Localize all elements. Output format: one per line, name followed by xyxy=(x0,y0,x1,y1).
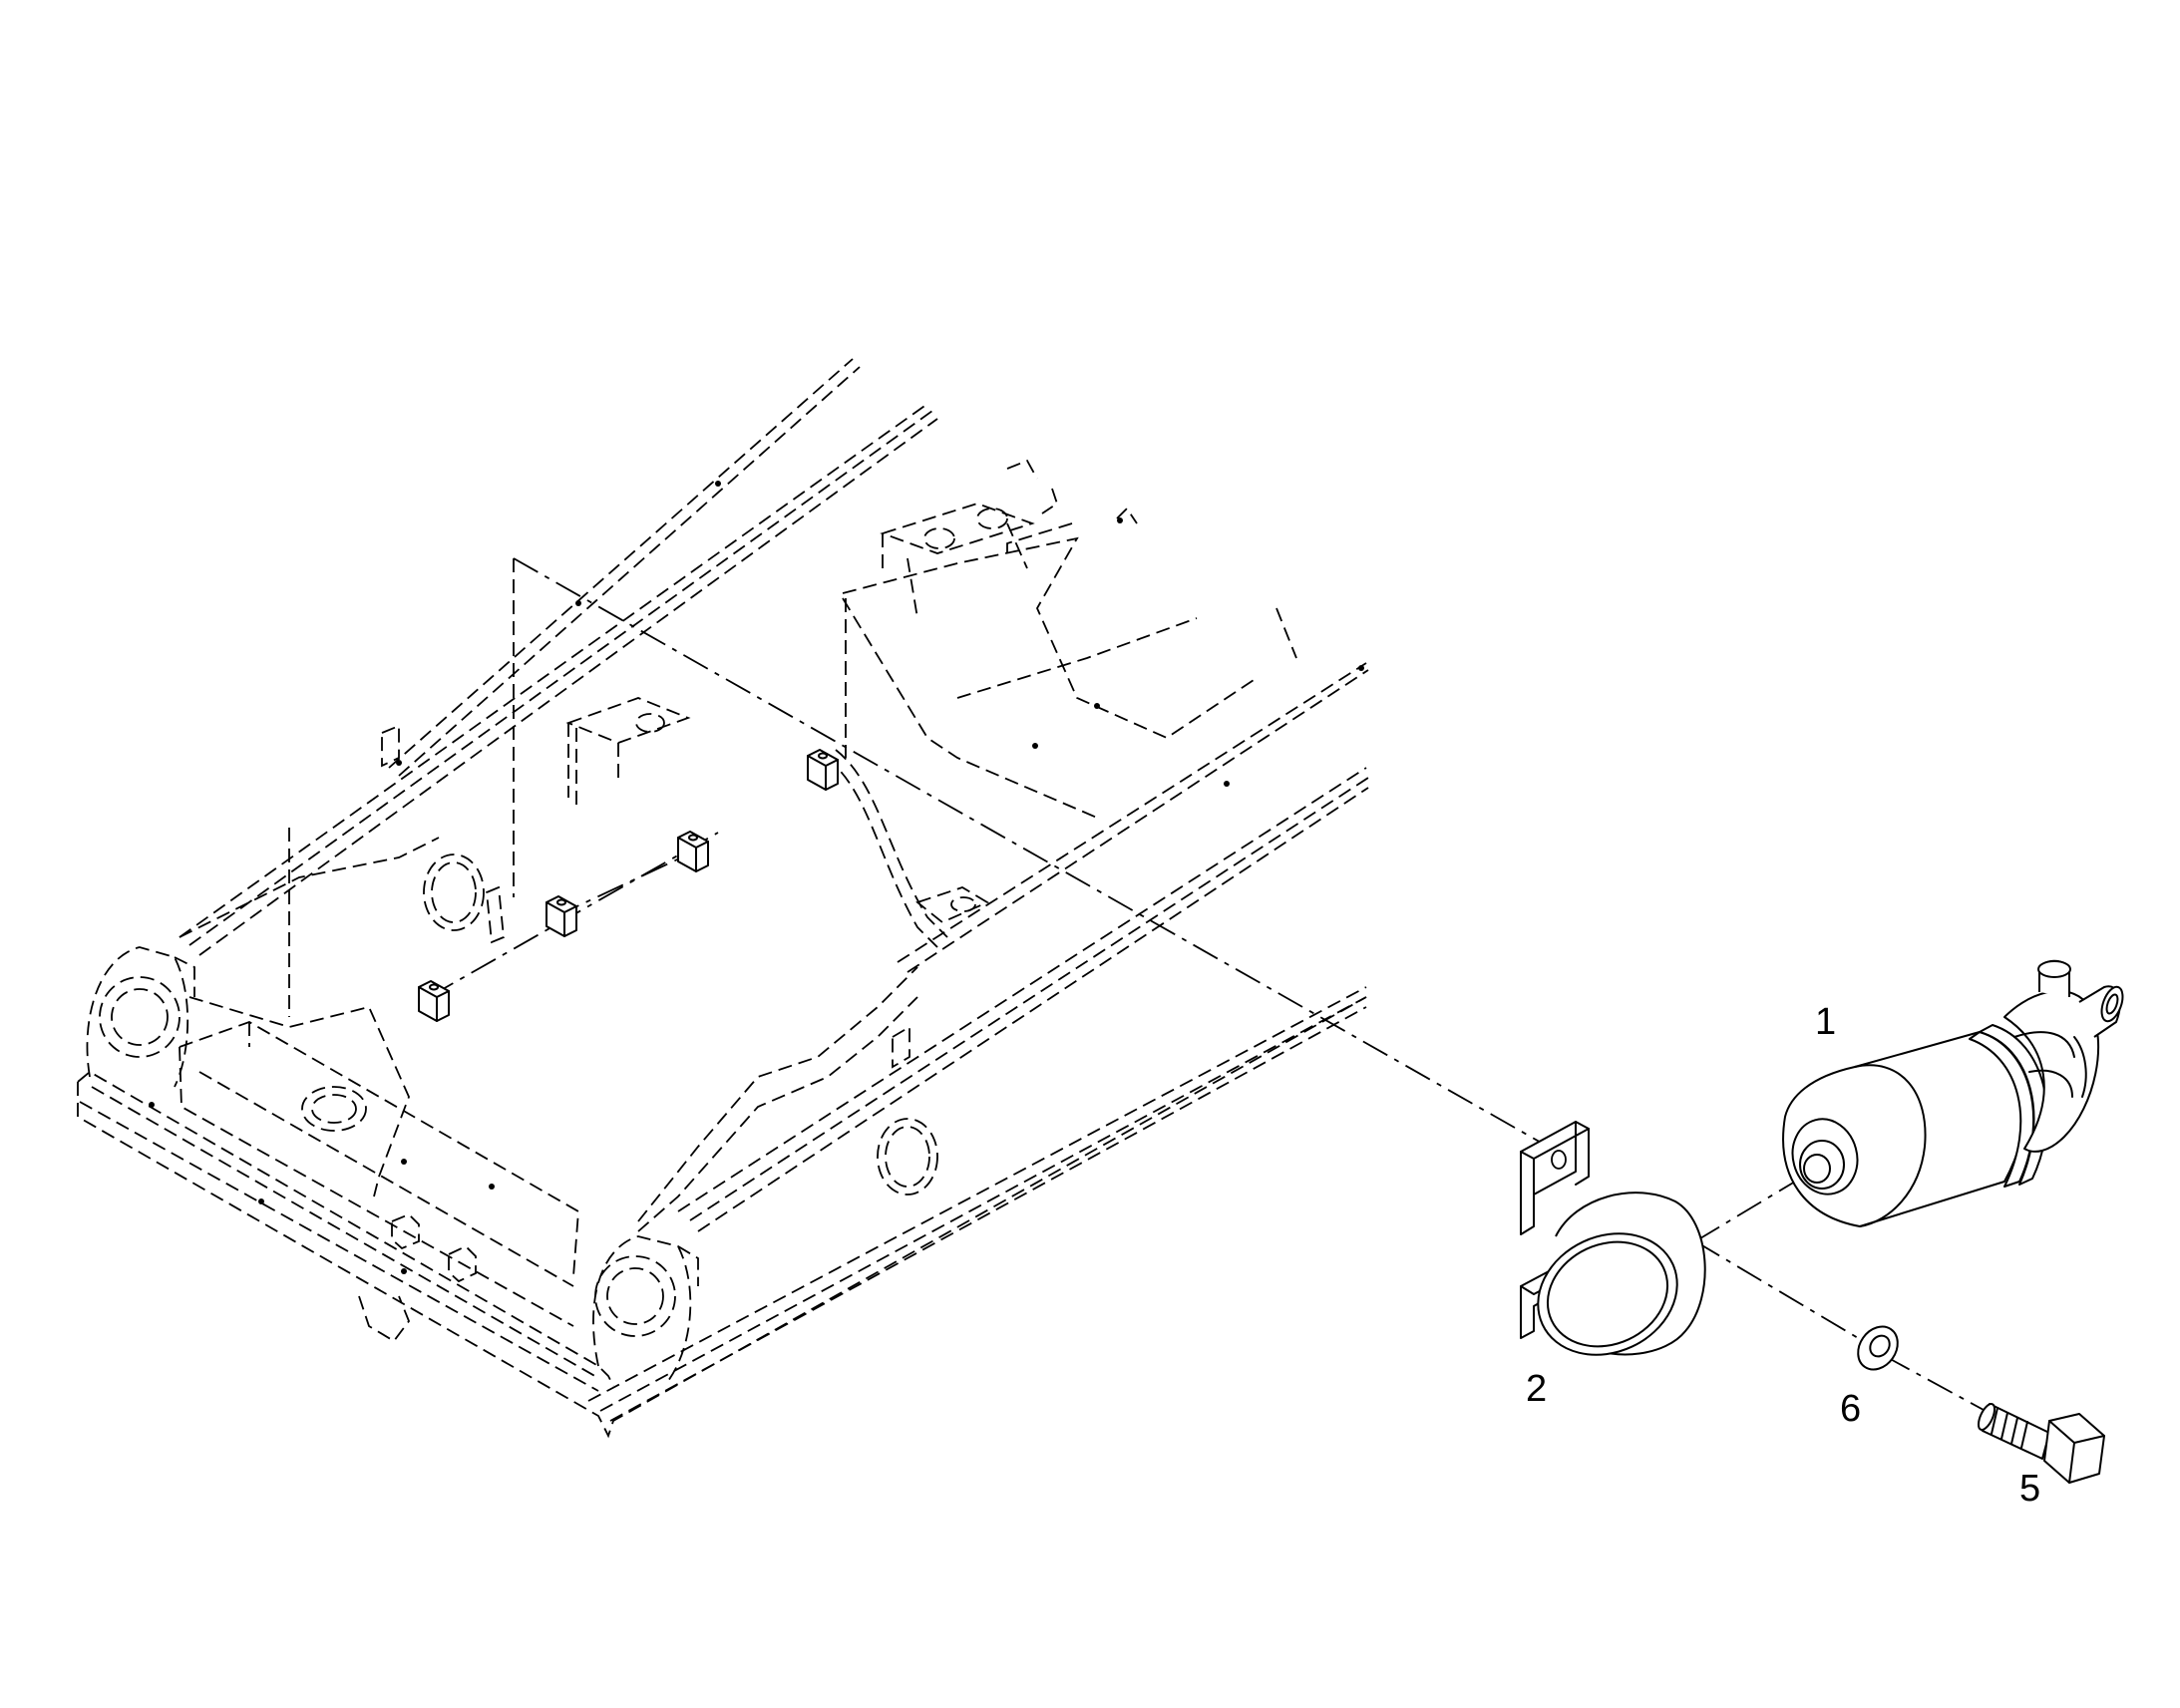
callout-6: 6 xyxy=(1840,1388,1861,1430)
spacer-block xyxy=(418,980,450,1022)
callout-5: 5 xyxy=(2019,1468,2040,1510)
washer xyxy=(1857,1325,1899,1371)
spacer-blocks xyxy=(418,749,839,1022)
bolt xyxy=(1977,1403,2105,1484)
spacer-block xyxy=(807,749,839,791)
spacer-block xyxy=(545,895,577,937)
spacer-block xyxy=(677,831,709,872)
callout-labels: 1 2 5 6 xyxy=(1526,1001,2040,1510)
callout-2: 2 xyxy=(1526,1368,1547,1410)
callout-1: 1 xyxy=(1815,1001,1836,1043)
machine-frame xyxy=(77,358,1369,1439)
filter-assembly xyxy=(1782,959,2124,1227)
assembly-centerlines xyxy=(513,557,1996,1417)
mounting-bracket xyxy=(1520,1121,1706,1356)
